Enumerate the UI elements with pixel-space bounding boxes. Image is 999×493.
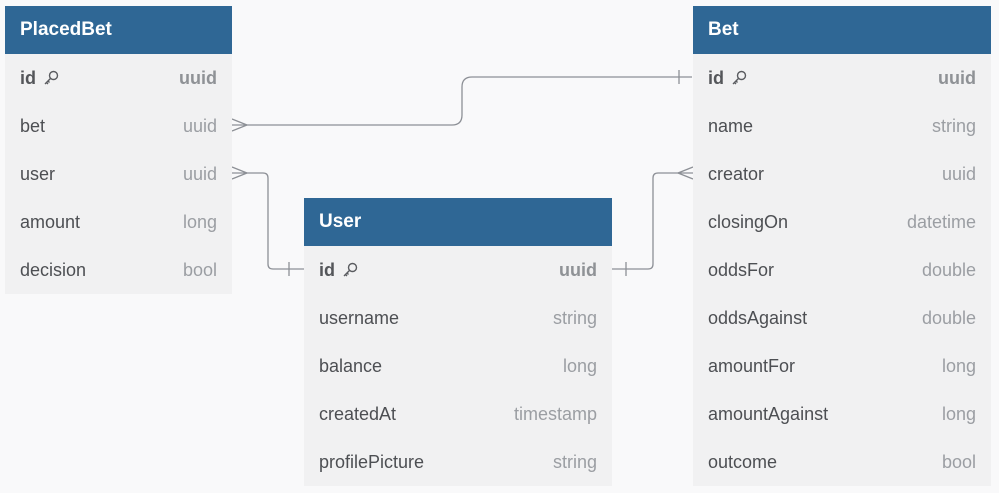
field-name: creator	[708, 164, 765, 184]
field-name: id	[708, 68, 724, 88]
key-icon	[343, 262, 358, 277]
field-name: profilePicture	[319, 452, 425, 472]
field-row-bet[interactable]: bet uuid	[5, 102, 232, 150]
field-name: decision	[20, 260, 87, 280]
field-name: closingOn	[708, 212, 789, 232]
field-row-balance[interactable]: balance long	[304, 342, 612, 390]
field-type: long	[562, 356, 597, 376]
table-header[interactable]: User	[304, 198, 612, 246]
field-type: uuid	[182, 164, 217, 184]
field-type: timestamp	[513, 404, 597, 424]
field-name: createdAt	[319, 404, 397, 424]
field-name: id	[319, 260, 335, 280]
field-row-oddsagainst[interactable]: oddsAgainst double	[693, 294, 991, 342]
table-placedbet[interactable]: PlacedBet id uuid bet uuid user uuid amo…	[5, 6, 232, 294]
field-type: long	[941, 356, 976, 376]
field-type: string	[552, 452, 597, 472]
field-name: oddsFor	[708, 260, 775, 280]
field-name: amountFor	[708, 356, 796, 376]
field-name: user	[20, 164, 56, 184]
table-bet[interactable]: Bet id uuid name string creator uuid clo…	[693, 6, 991, 486]
field-row-createdat[interactable]: createdAt timestamp	[304, 390, 612, 438]
field-row-amountfor[interactable]: amountFor long	[693, 342, 991, 390]
field-type: datetime	[906, 212, 976, 232]
field-name: id	[20, 68, 36, 88]
field-row-id[interactable]: id uuid	[304, 246, 612, 294]
table-header[interactable]: PlacedBet	[5, 6, 232, 54]
field-type: uuid	[182, 116, 217, 136]
field-row-id[interactable]: id uuid	[693, 54, 991, 102]
field-type: bool	[941, 452, 976, 472]
field-type: long	[941, 404, 976, 424]
field-row-creator[interactable]: creator uuid	[693, 150, 991, 198]
crowfoot-placedbet-bet	[231, 118, 248, 132]
relation-placedbet-bet-to-bet-id	[232, 76, 692, 126]
field-type: uuid	[179, 68, 217, 88]
field-row-id[interactable]: id uuid	[5, 54, 232, 102]
field-name: amount	[20, 212, 81, 232]
field-type: double	[921, 308, 976, 328]
field-row-outcome[interactable]: outcome bool	[693, 438, 991, 486]
field-type: bool	[182, 260, 217, 280]
field-name: amountAgainst	[708, 404, 829, 424]
field-type: long	[182, 212, 217, 232]
field-type: string	[552, 308, 597, 328]
relation-bet-creator-to-user-id	[612, 172, 693, 270]
field-type: uuid	[559, 260, 597, 280]
field-row-username[interactable]: username string	[304, 294, 612, 342]
field-type: uuid	[941, 164, 976, 184]
field-name: bet	[20, 116, 46, 136]
field-row-user[interactable]: user uuid	[5, 150, 232, 198]
field-name: outcome	[708, 452, 778, 472]
key-icon	[44, 70, 59, 85]
relation-placedbet-user-to-user-id	[232, 172, 304, 270]
field-name: name	[708, 116, 754, 136]
field-row-name[interactable]: name string	[693, 102, 991, 150]
field-row-decision[interactable]: decision bool	[5, 246, 232, 294]
field-name: username	[319, 308, 400, 328]
field-type: uuid	[938, 68, 976, 88]
field-row-oddsfor[interactable]: oddsFor double	[693, 246, 991, 294]
field-type: double	[921, 260, 976, 280]
table-header[interactable]: Bet	[693, 6, 991, 54]
crowfoot-placedbet-user	[231, 166, 248, 180]
field-row-closingon[interactable]: closingOn datetime	[693, 198, 991, 246]
field-name: balance	[319, 356, 383, 376]
field-type: string	[931, 116, 976, 136]
table-user[interactable]: User id uuid username string balance lon…	[304, 198, 612, 486]
key-icon	[732, 70, 747, 85]
crowfoot-bet-creator	[677, 166, 694, 180]
field-row-amount[interactable]: amount long	[5, 198, 232, 246]
field-row-amountagainst[interactable]: amountAgainst long	[693, 390, 991, 438]
field-name: oddsAgainst	[708, 308, 808, 328]
field-row-profilepicture[interactable]: profilePicture string	[304, 438, 612, 486]
